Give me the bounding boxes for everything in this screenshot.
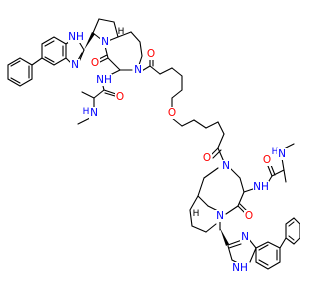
- top-linker-carbonyl-o-label: O: [147, 48, 155, 60]
- top-ring-n-fused-label: N: [101, 36, 109, 48]
- top-benzimidazole-nh-label: NH: [68, 31, 84, 43]
- top-diazocane-ring: [104, 31, 143, 71]
- top-lactam-o-label: O: [91, 57, 99, 69]
- top-amine-h-label: H: [83, 107, 90, 117]
- top-amide-o-label: O: [116, 91, 124, 103]
- bottom-amide-nh-label: NH: [253, 181, 269, 193]
- top-phenyl-ring: [7, 57, 33, 87]
- bottom-benzimidazole-benzene: [255, 241, 281, 270]
- bottom-amine-n-label: N: [278, 148, 286, 160]
- top-half: H: [7, 18, 183, 127]
- bottom-linker-chain: [181, 119, 225, 163]
- top-biaryl-bond: [31, 57, 43, 66]
- bottom-benzimidazole-n-label: N: [241, 231, 249, 243]
- bottom-ring-n-acyl-label: N: [222, 160, 230, 172]
- bottom-linker-carbonyl-o-label: O: [203, 152, 211, 164]
- bottom-amine-h-label: H: [272, 147, 279, 157]
- bottom-biaryl-bond: [279, 237, 287, 249]
- bottom-pyrrolidine-ring: [189, 195, 229, 246]
- svg-text:H: H: [118, 27, 125, 37]
- svg-text:H: H: [193, 209, 200, 219]
- top-pyrrolidine-ring: [84, 18, 119, 50]
- bottom-ring-n-fused-label: N: [216, 210, 224, 222]
- top-amide-nh-label: NH: [96, 74, 112, 86]
- atom-labels: NH N N N O O O NH H N O O N NH O H N: [68, 31, 287, 274]
- top-benzimidazole-benzene: [41, 36, 67, 66]
- bottom-lactam-o-label: O: [245, 210, 253, 222]
- bottom-phenyl-ring: [285, 217, 300, 245]
- top-ring-n-acyl-label: N: [134, 64, 142, 76]
- molecule-structure: H: [7, 18, 300, 274]
- bottom-amide-o-label: O: [263, 154, 271, 166]
- ether-o-label: O: [168, 107, 176, 119]
- top-amine-n-label: N: [90, 107, 98, 119]
- bottom-diazocane-ring: [197, 167, 245, 215]
- bottom-benzimidazole-nh-label: NH: [232, 262, 248, 274]
- top-benzimidazole-n-label: N: [71, 59, 79, 71]
